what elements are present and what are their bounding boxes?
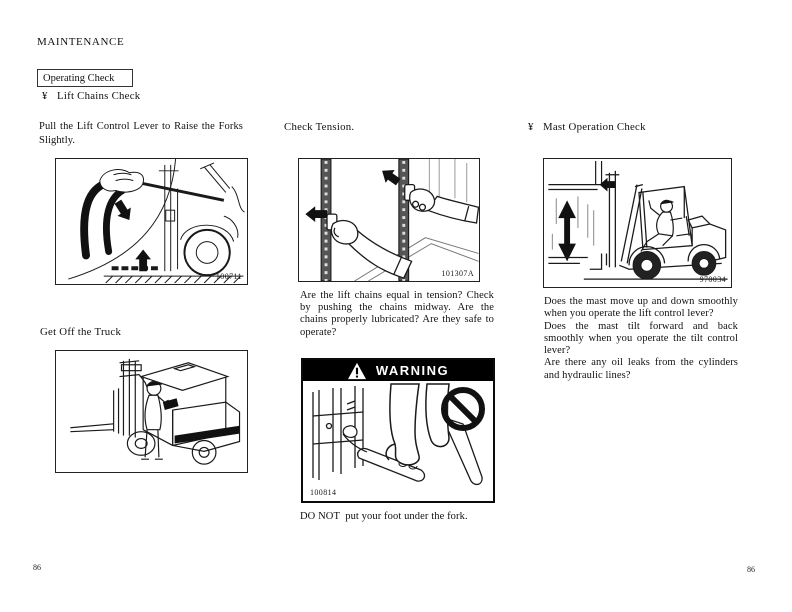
check-tension-body: Are the lift chains equal in tension? Ch… [300,290,494,338]
figure-number: 970034 [699,275,726,284]
figure-pull-lever-illustration: 100711 [55,158,248,285]
figure-foot-under-fork-illustration: 100814 [303,381,493,501]
warning-title: WARNING [375,363,450,378]
foot-under-fork-drawing [312,383,485,486]
subsection-label: Mast Operation Check [543,121,646,133]
subsection-label: Lift Chains Check [57,90,141,102]
pull-lever-drawing [68,159,245,284]
question-lift-smooth: Does the mast move up and down smoothly … [544,296,738,320]
check-tension-drawing [305,159,479,281]
warning-caption: DO NOT put your foot under the fork. [300,511,468,522]
step-pull-lever-text: Pull the Lift Control Lever to Raise the… [39,121,243,146]
page-number-left: 86 [33,563,41,572]
bullet-glyph: ¥ [42,90,48,102]
page-number-right: 86 [747,565,755,574]
warning-triangle-icon [347,362,366,379]
bullet-glyph: ¥ [528,121,534,133]
section-box: Operating Check [37,69,133,87]
subsection-mast-operation: ¥ Mast Operation Check [528,121,646,133]
question-tilt-smooth: Does the mast tilt forward and back smoo… [544,320,738,357]
mast-operation-drawing [548,160,728,280]
warning-header: WARNING [303,360,493,381]
mast-operation-body: Does the mast move up and down smoothly … [544,296,738,382]
figure-number: 100711 [215,272,242,281]
section-box-label: Operating Check [43,73,115,84]
get-off-truck-drawing [70,358,241,465]
figure-get-off-truck-illustration [55,350,248,473]
figure-number: 100814 [310,488,337,497]
page-title: MAINTENANCE [37,36,125,48]
subsection-lift-chains: ¥ Lift Chains Check [42,90,140,102]
check-tension-heading: Check Tension. [284,121,355,133]
warning-box: WARNING [301,358,495,503]
figure-mast-operation-illustration: 970034 [543,158,732,288]
figure-number: 101307A [441,269,474,278]
figure-check-tension-illustration: 101307A [298,158,480,282]
question-oil-leaks: Are there any oil leaks from the cylinde… [544,357,738,381]
step-get-off-text: Get Off the Truck [40,326,122,338]
